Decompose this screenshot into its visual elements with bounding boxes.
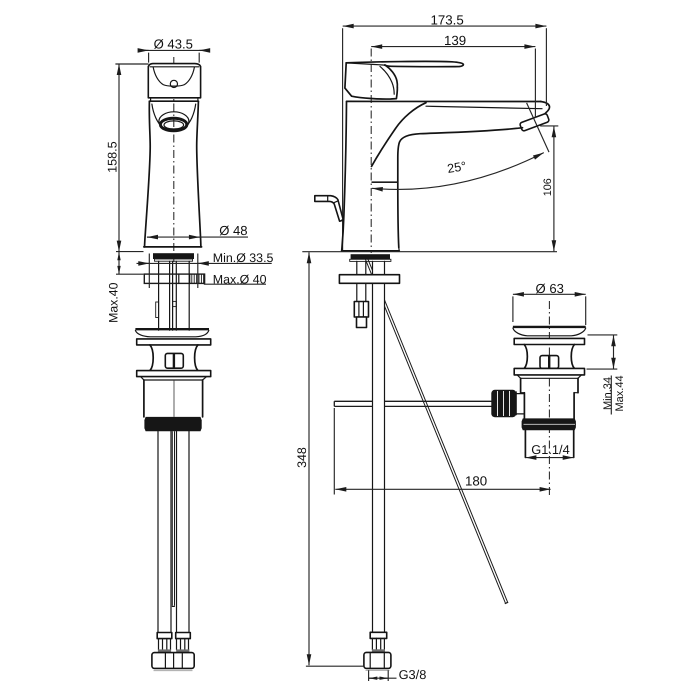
svg-text:25°: 25° bbox=[446, 159, 467, 176]
svg-text:106: 106 bbox=[542, 178, 554, 196]
svg-text:158.5: 158.5 bbox=[106, 141, 120, 173]
svg-text:G3/8: G3/8 bbox=[399, 667, 427, 682]
svg-text:Min.34: Min.34 bbox=[602, 377, 614, 410]
svg-text:Min.Ø 33.5: Min.Ø 33.5 bbox=[213, 251, 274, 265]
svg-text:180: 180 bbox=[465, 474, 487, 489]
svg-text:Ø 48: Ø 48 bbox=[219, 223, 247, 238]
svg-text:Ø 63: Ø 63 bbox=[536, 281, 564, 296]
svg-text:173.5: 173.5 bbox=[431, 13, 464, 28]
svg-text:Max.Ø 40: Max.Ø 40 bbox=[213, 272, 267, 286]
svg-text:G1.1/4: G1.1/4 bbox=[531, 442, 569, 457]
svg-text:139: 139 bbox=[444, 33, 466, 48]
svg-text:348: 348 bbox=[295, 447, 309, 468]
svg-text:Max.40: Max.40 bbox=[107, 282, 121, 322]
svg-text:Max.44: Max.44 bbox=[614, 375, 626, 411]
svg-text:Ø 43.5: Ø 43.5 bbox=[154, 37, 193, 52]
